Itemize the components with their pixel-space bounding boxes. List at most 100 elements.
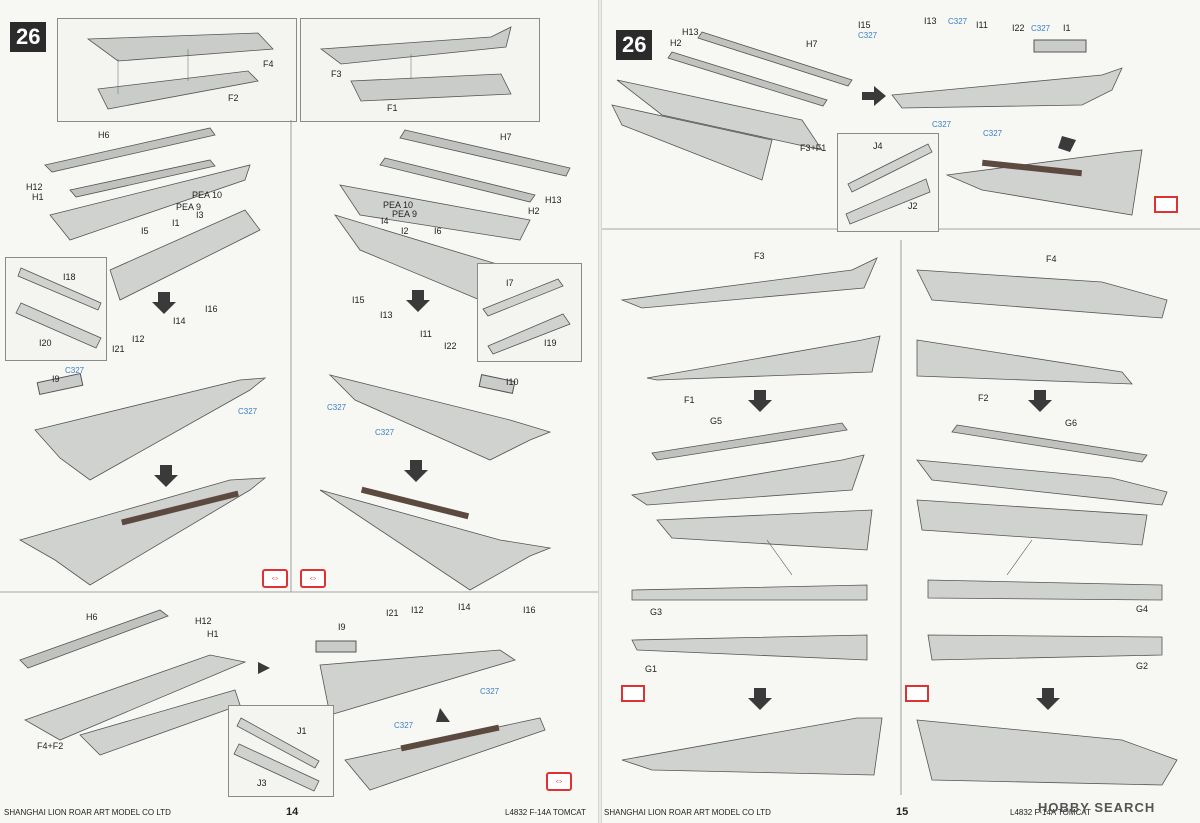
part-label: I14 [173, 316, 186, 326]
panel-top-left: F4 F2 [57, 18, 297, 122]
paint-code: C327 [932, 120, 952, 129]
part-label: I15 [858, 20, 871, 30]
part-label: H12 [26, 182, 43, 192]
part-label: I5 [141, 226, 149, 236]
part-label: I16 [205, 304, 218, 314]
part-label: F2 [228, 93, 239, 103]
part-label: PEA 9 [392, 209, 417, 219]
part-label: H7 [500, 132, 512, 142]
inset-left: I18 I20 [5, 257, 107, 361]
part-label: F3 [331, 69, 342, 79]
flip-icon: ⇔ [546, 772, 572, 791]
paint-code: C327 [480, 687, 500, 696]
paint-code: C327 [1031, 24, 1051, 33]
part-label: H1 [207, 629, 219, 639]
part-label: H13 [682, 27, 699, 37]
flip-icon: ⇔ [300, 569, 326, 588]
part-label: H12 [195, 616, 212, 626]
page-number: 15 [896, 806, 909, 818]
part-label: I11 [976, 20, 988, 30]
part-label: G4 [1136, 604, 1148, 614]
part-label: H13 [545, 195, 562, 205]
left-assembly-drawings: H6 H12 H1 PEA 10 PEA 9 I3 I5 I1 H7 H13 H… [0, 120, 598, 791]
book-gutter [598, 0, 602, 823]
inset-bottom: J1 J3 [228, 705, 334, 797]
paint-code: C327 [983, 129, 1003, 138]
part-label: G6 [1065, 418, 1077, 428]
inset-right: I7 I19 [477, 263, 582, 362]
part-label: I19 [544, 338, 557, 348]
paint-code: C327 [394, 721, 414, 730]
part-label: I13 [924, 16, 937, 26]
part-label: I7 [506, 278, 514, 288]
part-label: J4 [873, 141, 883, 151]
product-footer: L4832 F-14A TOMCAT [505, 808, 586, 817]
part-label: I11 [420, 329, 432, 339]
part-label: I9 [52, 374, 60, 384]
flip-icon: ⇔ [262, 569, 288, 588]
part-label: PEA 9 [176, 202, 201, 212]
part-label: I6 [434, 226, 442, 236]
part-label: I3 [196, 210, 204, 220]
part-label: I4 [381, 216, 389, 226]
part-label: I16 [523, 605, 536, 615]
part-label: H1 [32, 192, 44, 202]
part-label: I21 [386, 608, 399, 618]
step-number: 26 [616, 30, 653, 60]
publisher-footer: SHANGHAI LION ROAR ART MODEL CO LTD [4, 808, 171, 817]
part-label: J2 [908, 201, 918, 211]
paint-code: C327 [375, 428, 395, 437]
part-label: G5 [710, 416, 722, 426]
part-label: J1 [297, 726, 307, 736]
part-label: F4 [1046, 254, 1057, 264]
paint-code: C327 [65, 366, 85, 375]
product-footer: L4832 F-14A TOMCAT [1010, 808, 1091, 817]
part-label: F2 [978, 393, 989, 403]
part-label: H2 [528, 206, 540, 216]
left-page: 26 F4 F2 F3 F1 [0, 0, 598, 823]
part-label: F1 [684, 395, 695, 405]
page-number: 14 [286, 806, 299, 818]
paint-code: C327 [948, 17, 968, 26]
part-label: H2 [670, 38, 682, 48]
part-label: H7 [806, 39, 818, 49]
part-label: H6 [98, 130, 110, 140]
part-label: I9 [338, 622, 346, 632]
part-label: I20 [39, 338, 52, 348]
part-label: PEA 10 [192, 190, 222, 200]
part-label: I1 [1063, 23, 1071, 33]
publisher-footer: SHANGHAI LION ROAR ART MODEL CO LTD [604, 808, 771, 817]
part-label: F3 [754, 251, 765, 261]
paint-code: C327 [238, 407, 258, 416]
part-label: F4 [263, 59, 274, 69]
panel-top-right: F3 F1 [300, 18, 540, 122]
right-page: 26 H13 H2 H7 F3+F1 I15 I13 I11 I22 I1 C3… [602, 0, 1200, 823]
wing-parts-drawing: F3 F1 [319, 26, 512, 113]
part-label: G1 [645, 664, 657, 674]
step-number: 26 [10, 22, 47, 52]
paint-code: C327 [858, 31, 878, 40]
part-label: I18 [63, 272, 76, 282]
wing-parts-drawing: F4 F2 [86, 32, 274, 110]
watermark-logo: HOBBY SEARCH [1038, 800, 1156, 815]
part-label: I15 [352, 295, 365, 305]
part-label: I21 [112, 344, 125, 354]
part-label: F1 [387, 103, 398, 113]
part-label: I22 [1012, 23, 1025, 33]
paint-code: C327 [327, 403, 347, 412]
part-label: H6 [86, 612, 98, 622]
part-label: I12 [411, 605, 424, 615]
part-label: J3 [257, 778, 267, 788]
part-label: I14 [458, 602, 471, 612]
part-label: G3 [650, 607, 662, 617]
inset-top: J4 J2 [837, 133, 939, 232]
part-label: PEA 10 [383, 200, 413, 210]
right-assembly-drawings: H13 H2 H7 F3+F1 I15 I13 I11 I22 I1 C327 … [602, 16, 1200, 795]
part-label: I2 [401, 226, 409, 236]
part-label: F4+F2 [37, 741, 63, 751]
part-label: I12 [132, 334, 145, 344]
part-label: G2 [1136, 661, 1148, 671]
part-label: I13 [380, 310, 393, 320]
part-label: I10 [506, 377, 519, 387]
